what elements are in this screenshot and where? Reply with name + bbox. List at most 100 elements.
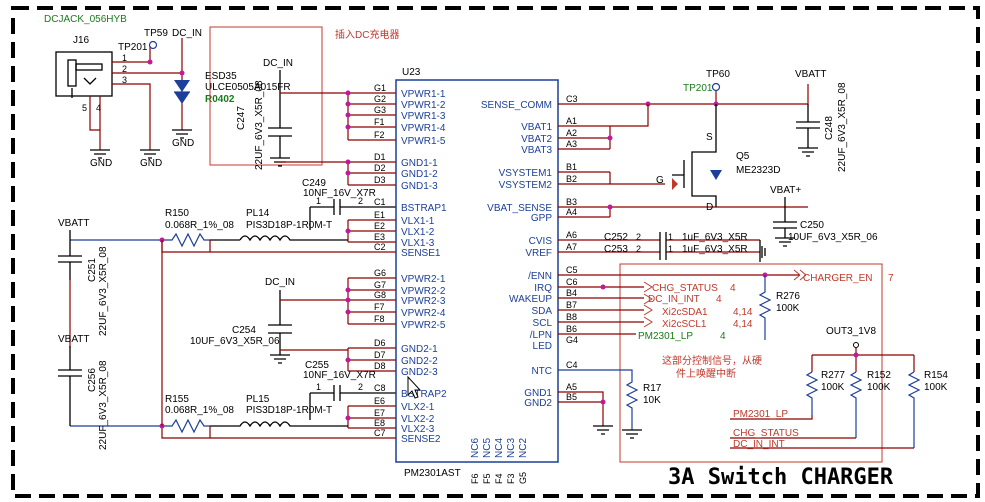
pm2301-lp-signal: PM2301_LP — [638, 331, 693, 342]
c252-ref: C252 — [604, 232, 628, 243]
ic-pin-name: NC2 — [518, 438, 529, 458]
ic-pin-name: GPP — [531, 213, 552, 224]
ic-pin-ball: E3 — [374, 232, 385, 242]
dc-in-int-signal: DC_IN_INT — [648, 294, 700, 305]
ic-pin-ball: B7 — [566, 300, 577, 310]
ic-pin-ball: D2 — [374, 163, 386, 173]
ic-pin-ball: G8 — [374, 290, 386, 300]
ic-pin-name: VLX2-2 — [401, 414, 435, 425]
ic-pin-name: SENSE_COMM — [481, 100, 552, 111]
ic-pin-name: WAKEUP — [509, 294, 552, 305]
label: 5 — [82, 103, 87, 113]
label: G — [656, 175, 664, 186]
ic-pin-ball: F8 — [374, 314, 385, 324]
label: 3 — [122, 75, 127, 85]
ic-pin-ball: F2 — [374, 130, 385, 140]
q5-val: ME2323D — [736, 165, 780, 176]
ic-pin-ball: A7 — [566, 242, 577, 252]
c247-ref: C247 — [236, 106, 247, 130]
label: GND — [172, 138, 194, 149]
r154-ref: R154 — [924, 370, 948, 381]
ic-pin-name: GND1-2 — [401, 169, 438, 180]
c248-ref: C248 — [824, 116, 835, 140]
q5-ref: Q5 — [736, 151, 750, 162]
ic-pin-ball: C3 — [566, 94, 578, 104]
ic-pin-ball: G6 — [374, 268, 386, 278]
label: DC_IN — [263, 58, 293, 69]
page-title: 3A Switch CHARGER — [668, 465, 894, 490]
label: 4 — [720, 331, 726, 342]
c252-val: 1uF_6V3_X5R — [682, 232, 748, 243]
ic-pin-name: VPWR1-5 — [401, 136, 446, 147]
ic-pin-ball: B1 — [566, 162, 577, 172]
ic-pin-ball: C8 — [374, 383, 386, 393]
pm2301-lp-net: PM2301_LP — [733, 409, 788, 420]
ic-pin-name: BSTRAP2 — [401, 389, 447, 400]
label: GND — [90, 158, 112, 169]
ic-pin-ball: G1 — [374, 83, 386, 93]
c247-val: 22UF_6V3_X5R_08 — [254, 80, 265, 170]
label: 4 — [730, 283, 736, 294]
ic-pin-ball: C6 — [566, 277, 578, 287]
r152-ref: R152 — [867, 370, 891, 381]
c250-ref: C250 — [800, 220, 824, 231]
ic-pin-ball: A2 — [566, 128, 577, 138]
ic-pin-name: VLX1-2 — [401, 227, 435, 238]
ic-pin-ball: F3 — [506, 473, 516, 484]
r276-val: 100K — [776, 303, 800, 314]
label: VBAT+ — [770, 185, 801, 196]
ic-pin-name: VPWR1-1 — [401, 89, 446, 100]
mosfet-q5: Q5 ME2323D S G D — [610, 104, 780, 213]
ic-pin-name: VLX2-1 — [401, 402, 435, 413]
label: 1 — [668, 232, 673, 242]
r154-val: 100K — [924, 382, 948, 393]
ic-pin-name: GND1 — [524, 388, 552, 399]
mouse-cursor-icon — [407, 375, 422, 399]
ic-pin-name: NC3 — [506, 438, 517, 458]
ic-pin-name: NC4 — [494, 438, 505, 458]
ic-pin-name: VBAT3 — [521, 145, 552, 156]
ic-pin-name: GND1-3 — [401, 181, 438, 192]
esd-pkg: R0402 — [205, 94, 235, 105]
ic-pin-name: VBAT_SENSE — [487, 203, 552, 214]
ic-pin-name: GND2-1 — [401, 344, 438, 355]
ic-pin-name: BSTRAP1 — [401, 203, 447, 214]
ic-pin-name: VLX1-3 — [401, 238, 435, 249]
ic-pin-name: SENSE2 — [401, 434, 441, 445]
label: D — [706, 202, 713, 213]
c250-val: 10UF_6V3_X5R_06 — [788, 232, 878, 243]
r17-val: 10K — [643, 395, 661, 406]
r276-ref: R276 — [776, 291, 800, 302]
label: TP60 — [706, 69, 730, 80]
ic-pin-name: IRQ — [534, 283, 552, 294]
r17-ref: R17 — [643, 383, 662, 394]
connector-ref: J16 — [73, 35, 90, 46]
r277-val: 100K — [821, 382, 845, 393]
label: 1 — [668, 244, 673, 254]
testpoint-tp60 — [711, 82, 721, 92]
ic-pin-name: VLX2-3 — [401, 424, 435, 435]
pl15-val: PIS3D18P-1R0M-T — [246, 405, 332, 416]
ic-pin-ball: D1 — [374, 152, 386, 162]
r155-ref: R155 — [165, 394, 189, 405]
ic-pin-ball: G2 — [374, 94, 386, 104]
ic-pin-name: SENSE1 — [401, 248, 441, 259]
ic-pin-name: VBAT2 — [521, 134, 552, 145]
ic-pin-ball: F6 — [470, 473, 480, 484]
label: 4 — [96, 103, 101, 113]
ic-pin-ball: D6 — [374, 338, 386, 348]
ic-pin-name: GND2-3 — [401, 367, 438, 378]
dc-in-int-net: DC_IN_INT — [733, 439, 785, 450]
ic-pin-ball: C2 — [374, 242, 386, 252]
ic-pin-ball: F1 — [374, 117, 385, 127]
label: 4,14 — [733, 307, 753, 318]
ic-pin-name: SDA — [531, 306, 552, 317]
r277-ref: R277 — [821, 370, 845, 381]
c248-val: 22UF_6V3_X5R_08 — [837, 82, 848, 172]
ic-pin-ball: C1 — [374, 197, 386, 207]
ic-pin-name: VSYSTEM2 — [499, 180, 553, 191]
label: 2 — [358, 382, 363, 392]
ic-pin-name: SCL — [533, 318, 553, 329]
